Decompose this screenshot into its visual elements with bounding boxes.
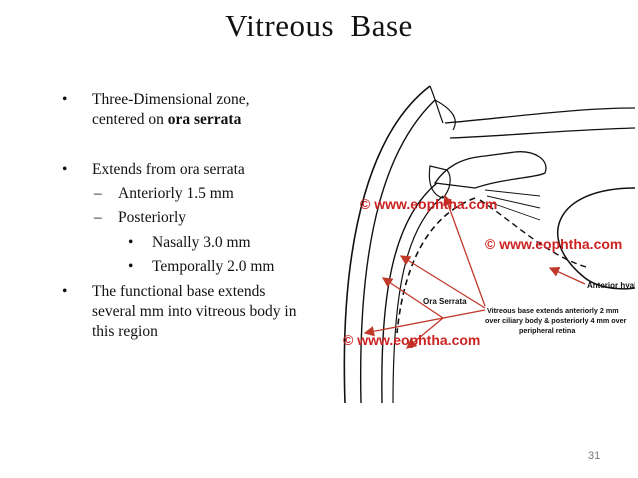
iris-top [444,107,635,124]
sub-bullet-text: Posteriorly [118,209,187,226]
ora-serrata-label: Ora Serrata [423,297,467,306]
vitreous-base-arrow [443,194,486,307]
iris-bottom [449,127,635,139]
anterior-hyaloid-label: Anterior hyaloid [587,281,635,290]
ora-serrata-arrow [406,317,444,349]
page-number: 31 [588,450,601,462]
watermark-text: © www.eophtha.com [485,236,622,252]
sclera-outer-line [343,85,431,404]
figure-caption-line: over ciliary body & posteriorly 4 mm ove… [485,316,627,325]
bullet-text: Three-Dimensional zone, [92,91,250,108]
dash-marker: – [94,209,102,226]
sub-bullet-text: Anteriorly 1.5 mm [118,185,234,202]
slide-title: Vitreous Base [225,8,413,43]
retina-outer-line [381,182,438,404]
watermark-text: © www.eophtha.com [343,332,480,348]
lens-curve [557,187,635,290]
bullet-text-prefix: centered on [92,111,168,128]
ciliary-process [428,165,451,199]
bullet-marker: • [62,283,68,300]
caption-arrow [363,309,486,337]
figure-caption-line: Vitreous base extends anteriorly 2 mm [487,306,619,315]
bullet-text: this region [92,323,158,340]
bullet-text-line2: centered on ora serrata [92,110,241,130]
bullet-marker: • [62,91,68,108]
bullet-marker: • [128,258,134,275]
bullet-marker: • [62,161,68,178]
dash-marker: – [94,185,102,202]
anterior-hyaloid-dashed-line [479,199,591,269]
zonule-lines [484,189,541,221]
sub-sub-bullet-text: Nasally 3.0 mm [152,234,251,251]
watermark-text: © www.eophtha.com [360,196,497,212]
bullet-text: Extends from ora serrata [92,161,245,178]
anterior-chamber-angle [429,85,456,131]
anterior-hyaloid-arrow [548,267,586,285]
sub-sub-bullet-text: Temporally 2.0 mm [152,258,275,275]
caption-arrow [399,255,486,309]
bullet-text: several mm into vitreous body in [92,303,297,320]
ciliary-body [433,151,547,189]
retina-inner-line [392,195,444,404]
ora-serrata-arrow [381,277,444,319]
bullet-text: The functional base extends [92,283,266,300]
sclera-inner-line [359,99,436,404]
vitreous-base-diagram: © www.eophtha.com © www.eophtha.com © ww… [343,85,635,404]
figure-caption-line: peripheral retina [519,326,576,335]
vitreous-base-dashed-line [396,197,476,334]
bullet-text-bold: ora serrata [167,111,242,128]
bullet-marker: • [128,234,134,251]
